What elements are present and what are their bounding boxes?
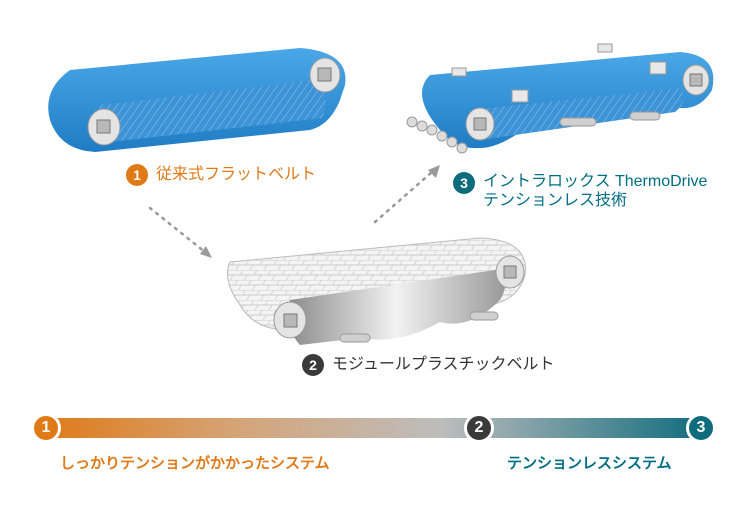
arrow-1-to-2 (148, 206, 212, 258)
tensioned-system-caption: しっかりテンションがかかったシステム (60, 455, 330, 472)
belt-2-label: 2 モジュールプラスチックベルト (302, 354, 555, 376)
timeline-point-1: 1 (31, 413, 61, 443)
tensionless-system-caption: テンションレスシステム (507, 455, 672, 472)
thermodrive-belt-illustration (406, 43, 714, 154)
belt-3-label: 3 イントラロックス ThermoDrive テンションレス技術 (453, 172, 707, 210)
belt-1-label: 1 従来式フラットベルト (126, 164, 316, 186)
belt-3-name-line2: テンションレス技術 (483, 192, 628, 209)
belt-3-badge: 3 (453, 172, 475, 194)
belt-1-badge: 1 (126, 164, 148, 186)
modular-belt-illustration (227, 237, 526, 345)
flat-belt-illustration (48, 48, 346, 152)
belt-2-badge: 2 (302, 354, 324, 376)
timeline-point-3: 3 (686, 413, 716, 443)
belt-1-name: 従来式フラットベルト (156, 166, 317, 183)
belt-3-name-line1: イントラロックス ThermoDrive (483, 173, 708, 190)
timeline-point-2: 2 (464, 413, 494, 443)
tension-scale-bar (42, 418, 707, 438)
belt-2-name: モジュールプラスチックベルト (332, 356, 555, 373)
arrow-2-to-3 (373, 165, 440, 224)
